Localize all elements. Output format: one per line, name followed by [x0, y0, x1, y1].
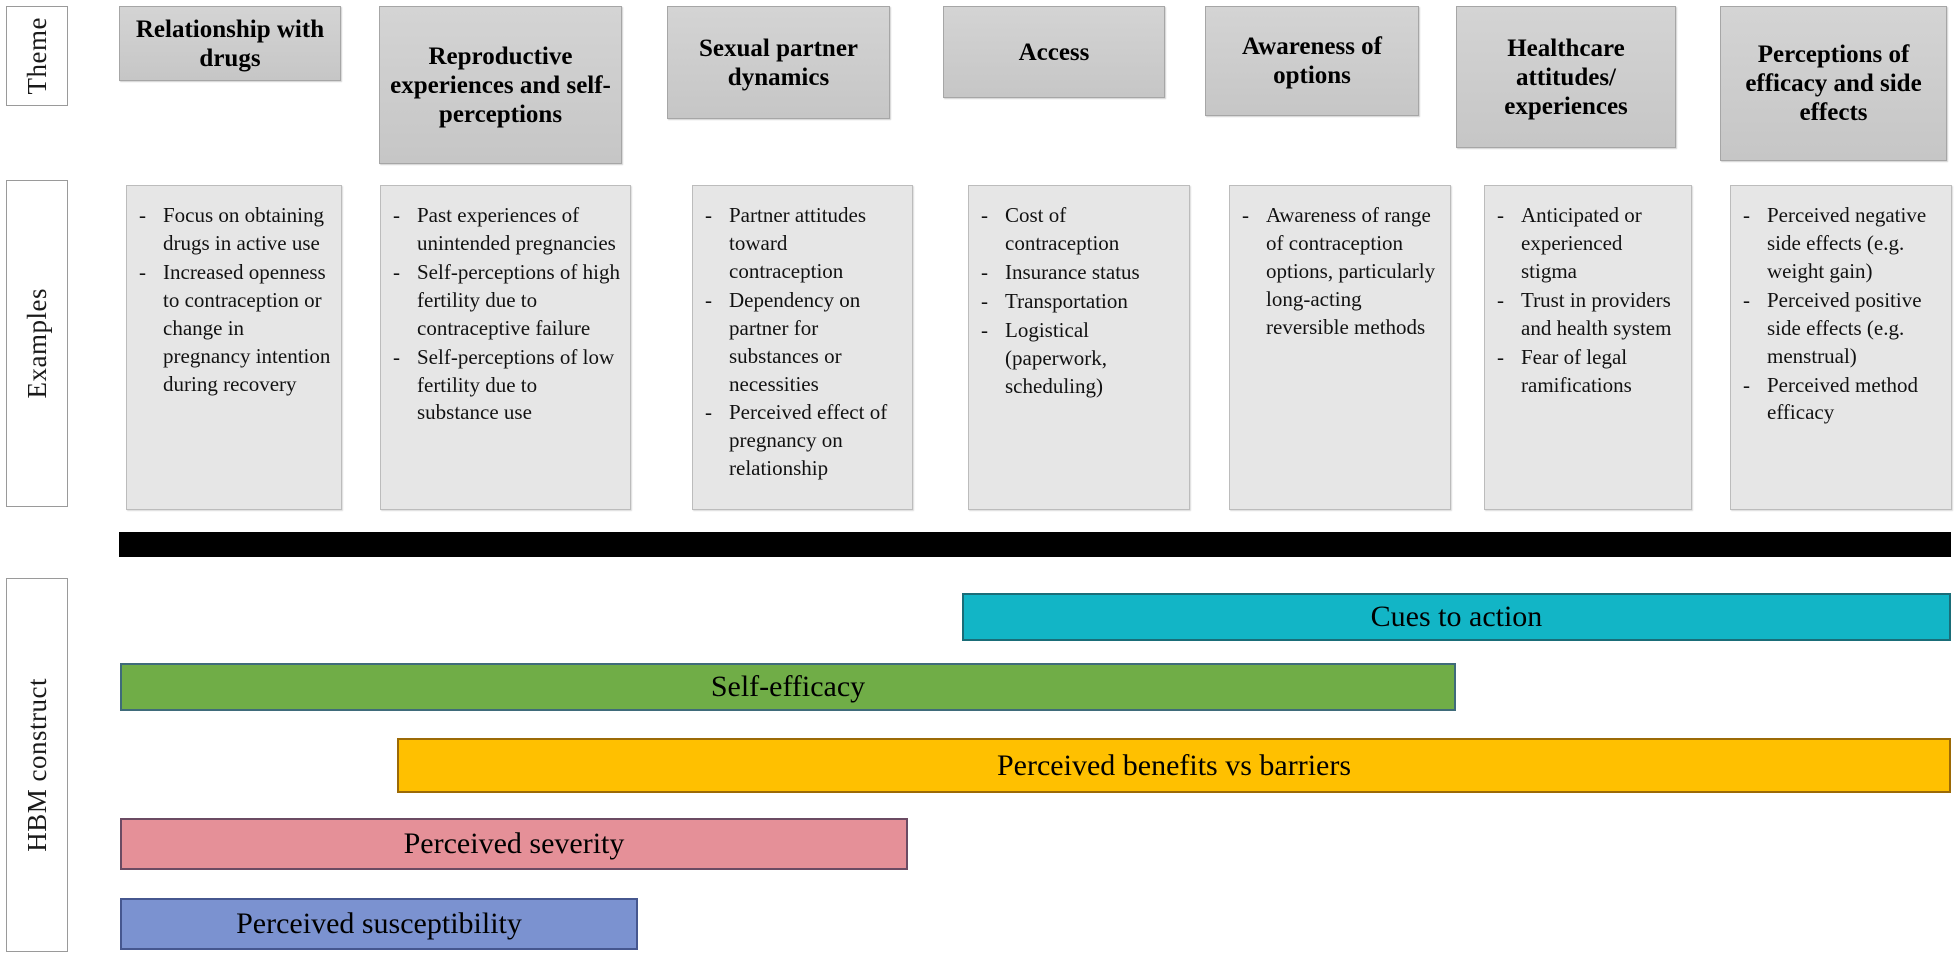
list-item: Perceived method efficacy	[1739, 372, 1943, 428]
example-list: Anticipated or experienced stigma Trust …	[1493, 202, 1683, 399]
hbm-bar-perceived-benefits-vs-barriers[interactable]: Perceived benefits vs barriers	[397, 738, 1951, 793]
row-label-hbm-construct-text: HBM construct	[21, 678, 52, 852]
theme-box-relationship-with-drugs[interactable]: Relationship with drugs	[119, 6, 341, 81]
example-box-perceptions-of-efficacy[interactable]: Perceived negative side effects (e.g. we…	[1730, 185, 1952, 510]
example-box-sexual-partner-dynamics[interactable]: Partner attitudes toward contraception D…	[692, 185, 913, 510]
list-item: Cost of contraception	[977, 202, 1181, 258]
list-item: Transportation	[977, 288, 1181, 316]
example-box-reproductive-experiences[interactable]: Past experiences of unintended pregnanci…	[380, 185, 631, 510]
list-item: Insurance status	[977, 259, 1181, 287]
example-box-healthcare-attitudes[interactable]: Anticipated or experienced stigma Trust …	[1484, 185, 1692, 510]
row-label-theme: Theme	[6, 6, 68, 106]
theme-box-perceptions-of-efficacy[interactable]: Perceptions of efficacy and side effects	[1720, 6, 1947, 161]
list-item: Anticipated or experienced stigma	[1493, 202, 1683, 286]
example-list: Perceived negative side effects (e.g. we…	[1739, 202, 1943, 427]
list-item: Self-perceptions of high fertility due t…	[389, 259, 622, 343]
list-item: Dependency on partner for substances or …	[701, 287, 904, 399]
hbm-bar-label: Self-efficacy	[710, 670, 866, 703]
list-item: Increased openness to contraception or c…	[135, 259, 333, 399]
list-item: Self-perceptions of low fertility due to…	[389, 344, 622, 428]
hbm-bar-perceived-severity[interactable]: Perceived severity	[120, 818, 908, 870]
row-label-hbm-construct: HBM construct	[6, 578, 68, 952]
theme-box-access[interactable]: Access	[943, 6, 1165, 98]
list-item: Trust in providers and health system	[1493, 287, 1683, 343]
list-item: Logistical (paperwork, scheduling)	[977, 317, 1181, 401]
example-list: Awareness of range of contraception opti…	[1238, 202, 1442, 342]
list-item: Past experiences of unintended pregnanci…	[389, 202, 622, 258]
theme-label: Reproductive experiences and self-percep…	[390, 42, 611, 128]
list-item: Fear of legal ramifications	[1493, 344, 1683, 400]
theme-label: Awareness of options	[1241, 33, 1383, 89]
theme-label: Perceptions of efficacy and side effects	[1745, 41, 1922, 126]
example-list: Partner attitudes toward contraception D…	[701, 202, 904, 483]
hbm-bar-self-efficacy[interactable]: Self-efficacy	[120, 663, 1456, 711]
list-item: Perceived effect of pregnancy on relatio…	[701, 399, 904, 483]
list-item: Awareness of range of contraception opti…	[1238, 202, 1442, 342]
list-item: Perceived negative side effects (e.g. we…	[1739, 202, 1943, 286]
example-box-awareness-of-options[interactable]: Awareness of range of contraception opti…	[1229, 185, 1451, 510]
divider-bar	[119, 532, 1951, 557]
theme-box-awareness-of-options[interactable]: Awareness of options	[1205, 6, 1419, 116]
theme-label: Relationship with drugs	[135, 15, 325, 72]
hbm-bar-label: Perceived severity	[403, 827, 625, 860]
example-list: Cost of contraception Insurance status T…	[977, 202, 1181, 400]
hbm-bar-label: Cues to action	[1370, 600, 1543, 633]
hbm-bar-label: Perceived benefits vs barriers	[996, 748, 1352, 782]
list-item: Focus on obtaining drugs in active use	[135, 202, 333, 258]
row-label-examples: Examples	[6, 180, 68, 507]
theme-box-healthcare-attitudes[interactable]: Healthcare attitudes/ experiences	[1456, 6, 1676, 148]
example-box-relationship-with-drugs[interactable]: Focus on obtaining drugs in active use I…	[126, 185, 342, 510]
theme-label: Access	[1018, 38, 1090, 66]
hbm-bar-label: Perceived susceptibility	[236, 907, 522, 940]
list-item: Partner attitudes toward contraception	[701, 202, 904, 286]
hbm-bar-cues-to-action[interactable]: Cues to action	[962, 593, 1951, 641]
theme-label: Sexual partner dynamics	[698, 34, 859, 91]
hbm-bar-perceived-susceptibility[interactable]: Perceived susceptibility	[120, 898, 638, 950]
list-item: Perceived positive side effects (e.g. me…	[1739, 287, 1943, 371]
row-label-examples-text: Examples	[21, 288, 52, 399]
example-list: Focus on obtaining drugs in active use I…	[135, 202, 333, 398]
row-label-theme-text: Theme	[21, 17, 52, 95]
theme-box-sexual-partner-dynamics[interactable]: Sexual partner dynamics	[667, 6, 890, 119]
theme-label: Healthcare attitudes/ experiences	[1504, 34, 1628, 120]
example-list: Past experiences of unintended pregnanci…	[389, 202, 622, 427]
example-box-access[interactable]: Cost of contraception Insurance status T…	[968, 185, 1190, 510]
theme-box-reproductive-experiences[interactable]: Reproductive experiences and self-percep…	[379, 6, 622, 164]
